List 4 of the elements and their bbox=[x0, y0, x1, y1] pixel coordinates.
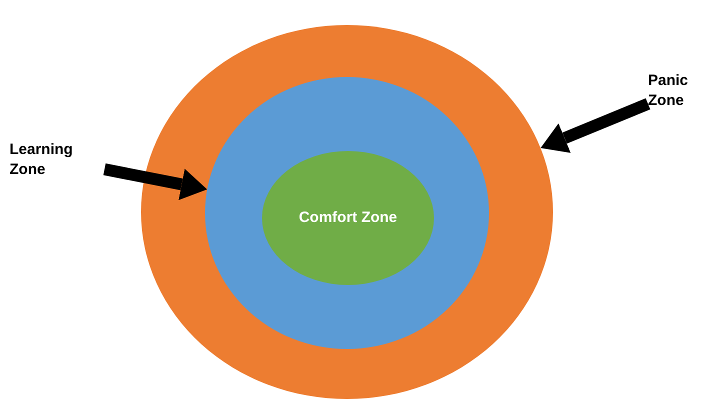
zone-label: Panic Zone bbox=[648, 70, 690, 111]
zone-label: Comfort Zone bbox=[298, 208, 398, 228]
arrow bbox=[540, 98, 650, 153]
zone-label: Learning Zone bbox=[10, 140, 74, 180]
